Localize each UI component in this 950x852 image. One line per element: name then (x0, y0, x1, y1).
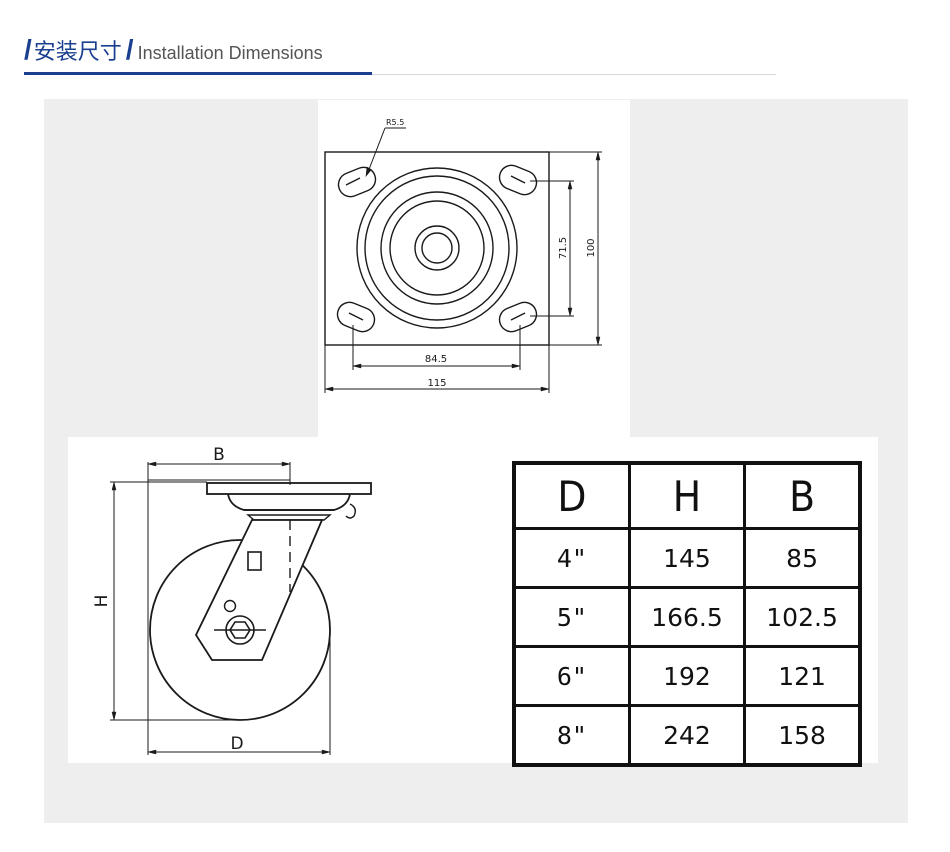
cell-d: 6" (512, 645, 631, 707)
fork-window (247, 551, 262, 571)
fork-rivet (223, 599, 237, 613)
cell-d: 8" (512, 704, 631, 767)
cell-b: 85 (743, 527, 862, 589)
cell-d: 5" (512, 586, 631, 648)
title-chinese: 安装尺寸 (33, 40, 122, 65)
radius-label: R5.5 (386, 118, 404, 127)
title-slash: / (24, 34, 32, 65)
bolt-spacing-y-label: 71.5 (558, 237, 569, 259)
raceway-inner-circle (364, 175, 510, 321)
dimension-d-label: D (230, 734, 243, 754)
kingpin-outer (414, 225, 460, 271)
cell-b: 121 (743, 645, 862, 707)
plate-height-label: 100 (586, 238, 597, 257)
cell-b: 158 (743, 704, 862, 767)
top-plate-dimension-labels: R5.5 84.5 115 71.5 100 (386, 118, 597, 389)
header-accent-bar (24, 72, 372, 75)
column-header-h: H (627, 461, 747, 530)
table-row: 6" 192 121 (512, 645, 862, 707)
header-divider (24, 74, 776, 75)
cell-h: 166.5 (627, 586, 747, 648)
table-row: 4" 145 85 (512, 527, 862, 589)
section-title: /安装尺寸/Installation Dimensions (24, 32, 323, 72)
dimension-h-label: H (92, 595, 112, 608)
caster-fork (194, 519, 324, 661)
bearing-inner-ring (389, 200, 485, 296)
table-row: 5" 166.5 102.5 (512, 586, 862, 648)
cell-h: 192 (627, 645, 747, 707)
caster-dimension-labels: B H D (92, 445, 244, 754)
dimension-table: D H B 4" 145 85 5" 166.5 102.5 6" 192 12… (512, 461, 862, 767)
title-slash-separator: / (125, 34, 134, 65)
column-header-b: B (743, 461, 862, 530)
cell-b: 102.5 (743, 586, 862, 648)
section-header: /安装尺寸/Installation Dimensions (24, 30, 776, 76)
caster-side-view (110, 461, 372, 755)
cell-h: 242 (627, 704, 747, 767)
cell-h: 145 (627, 527, 747, 589)
slot-bottom-right (498, 301, 538, 333)
cell-d: 4" (512, 527, 631, 589)
dimension-b-label: B (213, 445, 225, 465)
bearing-outer-ring (380, 191, 494, 305)
raceway-outer-circle (356, 167, 518, 329)
swivel-raceway (227, 493, 351, 511)
table-header-row: D H B (512, 461, 862, 530)
table-row: 8" 242 158 (512, 704, 862, 767)
caster-top-plate (206, 482, 372, 495)
slot-top-left (337, 166, 377, 198)
plate-drawing-area (318, 100, 630, 437)
kingpin-inner (421, 232, 453, 264)
slot-bottom-left (336, 301, 376, 333)
title-english: Installation Dimensions (137, 43, 323, 63)
mounting-plate-outline (324, 151, 550, 346)
plate-width-label: 115 (427, 378, 446, 389)
top-plate-view (324, 127, 602, 393)
column-header-d: D (512, 461, 631, 530)
bolt-spacing-x-label: 84.5 (425, 354, 447, 365)
slot-top-right (498, 164, 538, 196)
